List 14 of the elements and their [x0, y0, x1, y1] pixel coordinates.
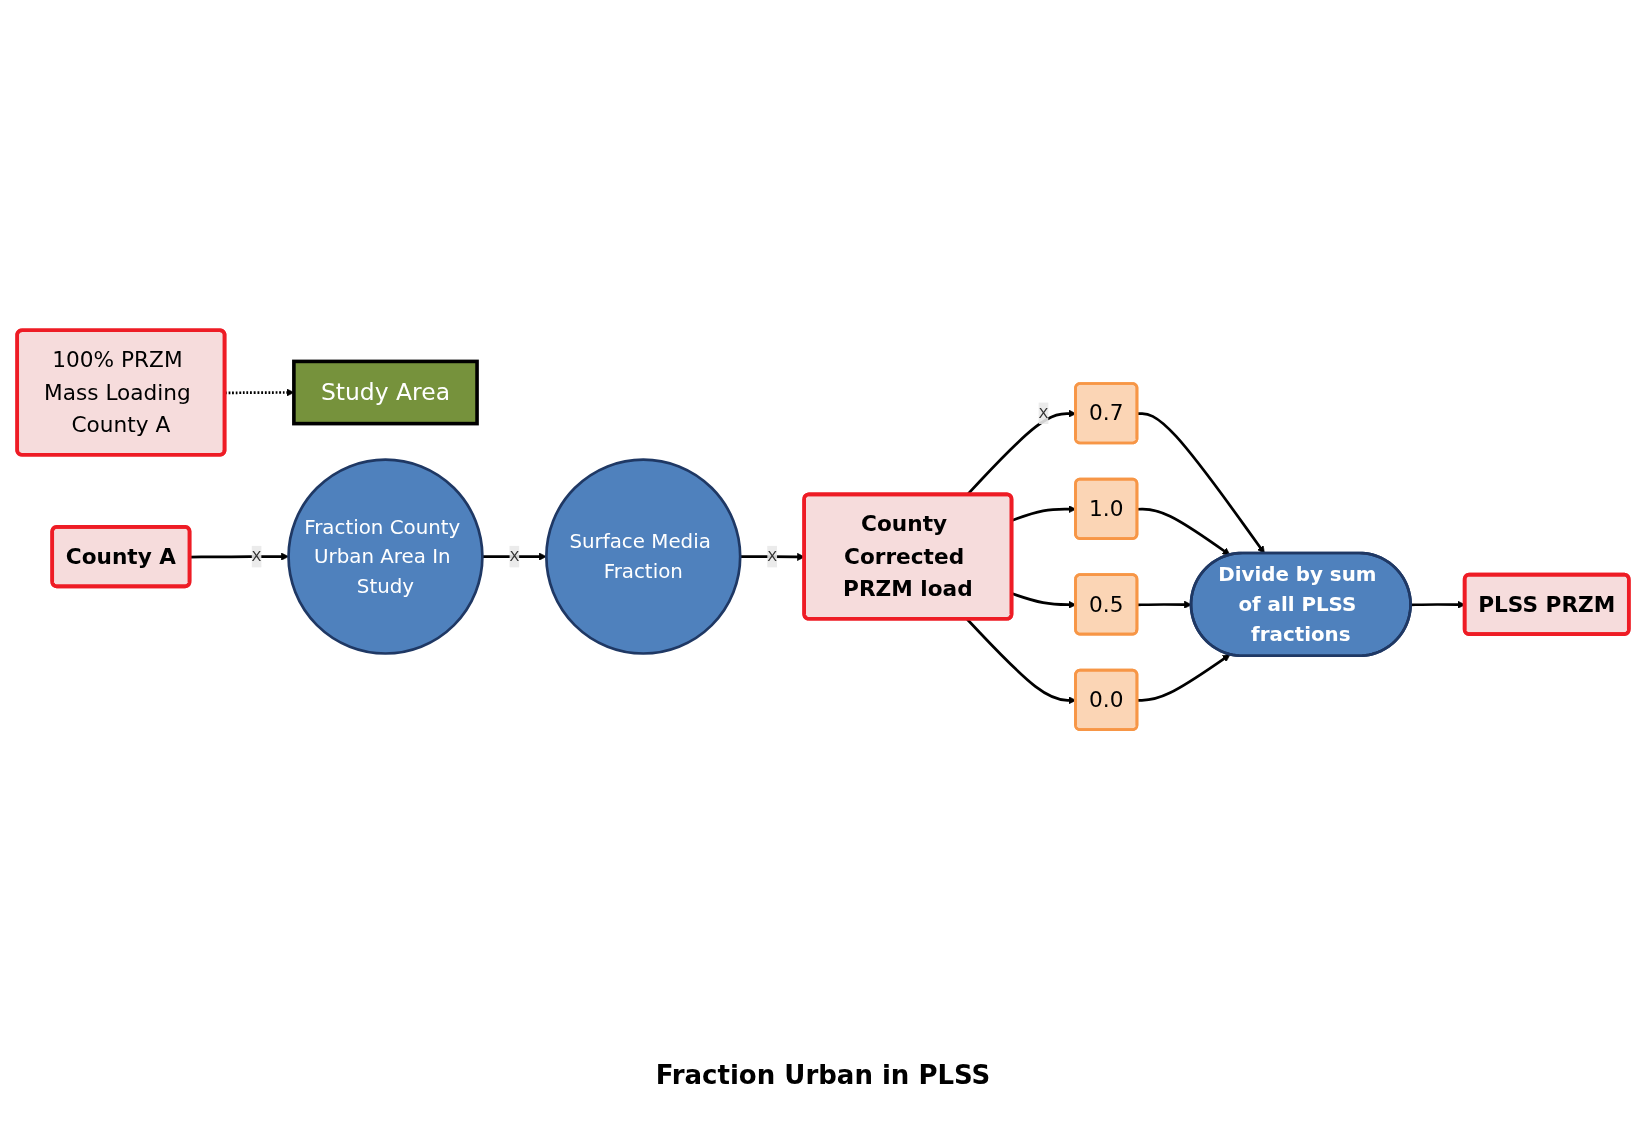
node-box: Study Area	[292, 359, 479, 426]
node-circle: Surface Media Fraction	[545, 458, 742, 655]
note-text: Fraction Urban in PLSS	[655, 1060, 991, 1090]
arrow	[1137, 507, 1231, 556]
arrow	[1137, 654, 1231, 702]
edge-label: X	[767, 547, 778, 565]
edge-label: X	[1038, 404, 1049, 422]
edge-label: X	[251, 547, 262, 565]
arrow	[1137, 600, 1192, 609]
edge-label: X	[509, 547, 520, 565]
arrow	[1137, 412, 1265, 554]
node-circle: Fraction County Urban Area In Study	[287, 458, 484, 655]
arrow	[482, 552, 547, 561]
arrow	[190, 552, 289, 561]
